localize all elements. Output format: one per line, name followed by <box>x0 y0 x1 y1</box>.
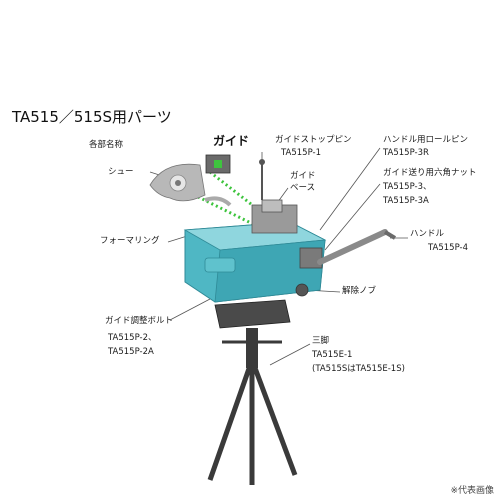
label-guide-adjust-bolt-code2: TA515P-2A <box>108 347 154 357</box>
guide-part-icon <box>205 154 231 174</box>
label-handle-roll-pin: ハンドル用ロールピン <box>383 135 469 145</box>
guide-label: ガイド <box>213 134 250 148</box>
label-handle-roll-pin-code: TA515P-3R <box>383 148 429 158</box>
leader-roll-pin <box>319 147 381 231</box>
shoe-part-icon <box>149 163 206 202</box>
tube-bender-icon <box>183 199 327 303</box>
label-tripod: 三脚 <box>312 336 330 346</box>
dotted-guide-lines <box>179 170 266 227</box>
label-handle: ハンドル <box>410 229 445 239</box>
footnote: ※代表画像 <box>450 486 494 496</box>
section-header: 各部名称 <box>89 140 124 150</box>
label-shoe: シュー <box>108 167 134 177</box>
leader-hex-nut <box>324 183 381 251</box>
stopper-pin-icon <box>259 159 265 200</box>
tripod-icon <box>207 299 298 485</box>
label-guide-base-1: ガイド <box>290 171 316 181</box>
label-guide-feed-nut-code2: TA515P-3A <box>383 196 429 206</box>
label-guide-stopper-pin-code: TA515P-1 <box>281 148 321 158</box>
label-release-knob: 解除ノブ <box>342 286 377 296</box>
label-guide-stopper-pin: ガイドストップピン <box>275 135 352 145</box>
label-guide-base-2: ベース <box>290 183 316 193</box>
handle-crank-icon <box>317 229 397 265</box>
label-guide-adjust-bolt: ガイド調整ボルト <box>105 316 174 326</box>
label-tripod-code: TA515E-1 <box>312 350 353 360</box>
leader-tripod <box>269 343 311 366</box>
label-guide-feed-nut-code1: TA515P-3、 <box>383 182 432 192</box>
label-guide-adjust-bolt-code1: TA515P-2、 <box>108 333 157 343</box>
page-title: TA515／515S用パーツ <box>12 108 172 126</box>
forming-ring-icon <box>204 196 232 207</box>
label-tripod-note: (TA515SはTA515E-1S) <box>312 364 405 374</box>
label-forming-ring: フォーマリング <box>100 236 160 246</box>
label-handle-code: TA515P-4 <box>428 243 468 253</box>
label-guide-feed-nut: ガイド送り用六角ナット <box>383 168 477 178</box>
